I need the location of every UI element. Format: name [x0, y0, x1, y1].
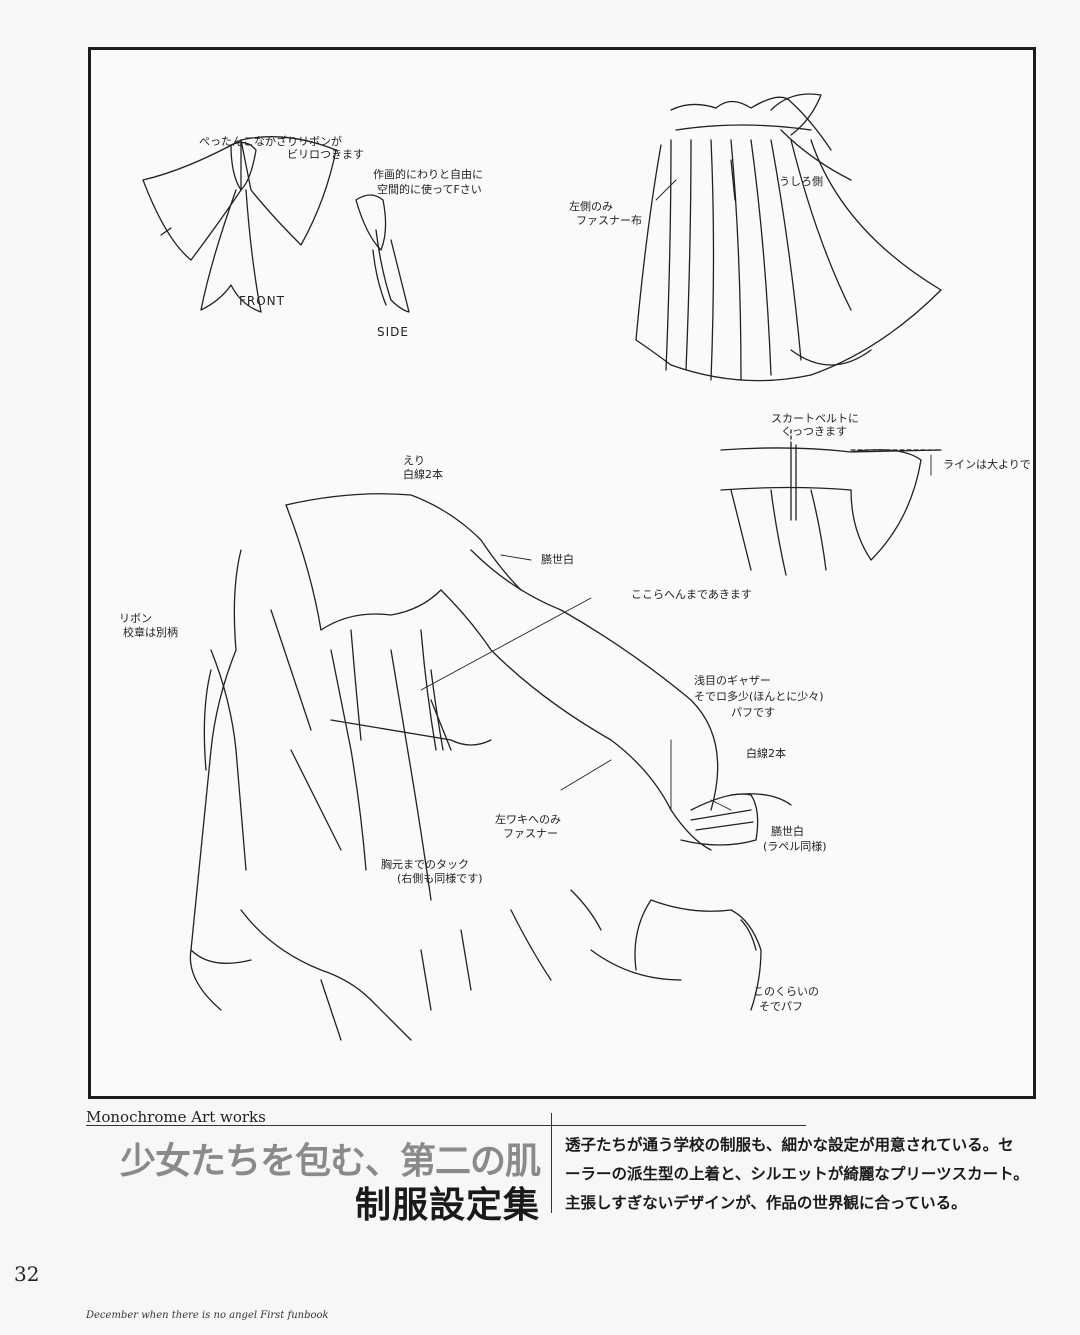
section-label: Monochrome Art works: [86, 1108, 266, 1126]
bow-note-2: ビリロつきます: [287, 148, 364, 161]
tuck-note-2: (右側も同様です): [397, 872, 483, 885]
cuff-lines-note: 白線2本: [746, 747, 786, 760]
skirt-belt-note-2: くっつきます: [781, 425, 847, 438]
footer-caption: December when there is no angel First fu…: [86, 1310, 329, 1321]
collar-note-2: 白線2本: [403, 468, 443, 481]
uniform-sketch: [142, 93, 942, 1041]
side-label: SIDE: [377, 325, 409, 339]
skirt-belt-note-1: スカートベルトに: [771, 412, 859, 425]
skirt-belt-sketch: [720, 429, 942, 576]
section-rule: [86, 1125, 806, 1126]
skirt-back-sketch: [635, 93, 942, 382]
puff-note-2: そでパフ: [759, 1000, 803, 1013]
gather-note-3: パフです: [731, 706, 775, 719]
tuck-note-1: 胸元までのタック: [381, 858, 469, 871]
front-label: FRONT: [239, 294, 285, 308]
description-line: 透子たちが通う学校の制服も、細かな設定が用意されている。セ: [565, 1136, 1014, 1154]
article-description: 透子たちが通う学校の制服も、細かな設定が用意されている。セ ーラーの派生型の上着…: [565, 1131, 1029, 1218]
color-note: 臙世白: [541, 553, 574, 566]
line-note: ラインは大よりで: [943, 458, 1031, 471]
uniform-main-sketch: [189, 493, 719, 1041]
opening-note: ここらへんまであきます: [631, 588, 752, 601]
left-side-note-1: 左側のみ: [569, 200, 613, 213]
zipper-note-2: ファスナー: [503, 827, 558, 840]
page-number: 32: [14, 1262, 40, 1286]
zipper-note-1: 左ワキへのみ: [495, 813, 561, 826]
side-note-1: 作画的にわりと自由に: [373, 168, 483, 181]
leader-lines: [420, 179, 932, 811]
description-line: 主張しすぎないデザインが、作品の世界観に合っている。: [565, 1194, 967, 1212]
sleeve-cuff-sketch: [680, 793, 792, 846]
article-title-line2: 制服設定集: [354, 1184, 540, 1226]
bow-note-1: ぺったんこなかざりリボンが: [199, 135, 342, 148]
vertical-rule: [551, 1113, 552, 1213]
bow-front-sketch: [142, 136, 337, 313]
bow-side-sketch: [355, 194, 410, 313]
side-note-2: 空間的に使ってFさい: [377, 183, 482, 196]
cuff-color-note-1: 臙世白: [771, 825, 804, 838]
article-title-line1: 少女たちを包む、第二の肌: [119, 1140, 541, 1182]
back-side-note: うしろ側: [779, 175, 823, 188]
artwork-frame: ぺったんこなかざりリボンが ビリロつきます 作画的にわりと自由に 空間的に使って…: [88, 47, 1036, 1099]
collar-note-1: えり: [403, 454, 425, 467]
ribbon-note-1: リボン: [119, 612, 152, 625]
ribbon-note-2: 校章は別柄: [123, 626, 178, 639]
cuff-color-note-2: (ラペル同様): [763, 840, 827, 853]
puff-note-1: このくらいの: [753, 985, 819, 998]
gather-note-1: 浅目のギャザー: [694, 674, 771, 687]
gather-note-2: そでロ多少(ほんとに少々): [694, 690, 824, 703]
puff-sleeve-sketch: [590, 899, 762, 1011]
left-side-note-2: ファスナー布: [576, 214, 642, 227]
description-line: ーラーの派生型の上着と、シルエットが綺麗なプリーツスカート。: [565, 1165, 1029, 1183]
